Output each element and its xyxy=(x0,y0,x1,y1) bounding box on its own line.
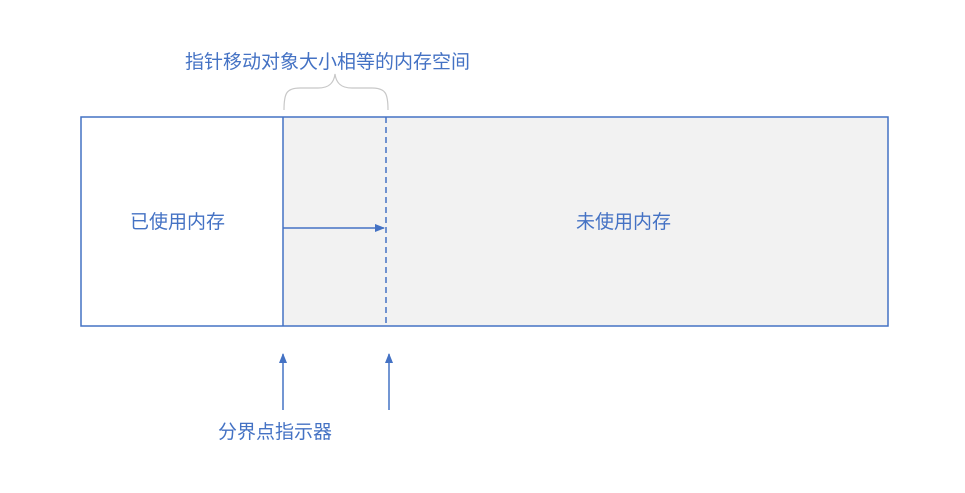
boundary-pointer-label: 分界点指示器 xyxy=(218,421,333,443)
memory-block-outline xyxy=(80,116,889,327)
used-memory-label: 已使用内存 xyxy=(130,211,226,233)
size-brace xyxy=(283,73,389,111)
unused-memory-region xyxy=(283,117,888,326)
unused-memory-label: 未使用内存 xyxy=(576,211,672,233)
moved-size-note: 指针移动对象大小相等的内存空间 xyxy=(185,51,471,73)
